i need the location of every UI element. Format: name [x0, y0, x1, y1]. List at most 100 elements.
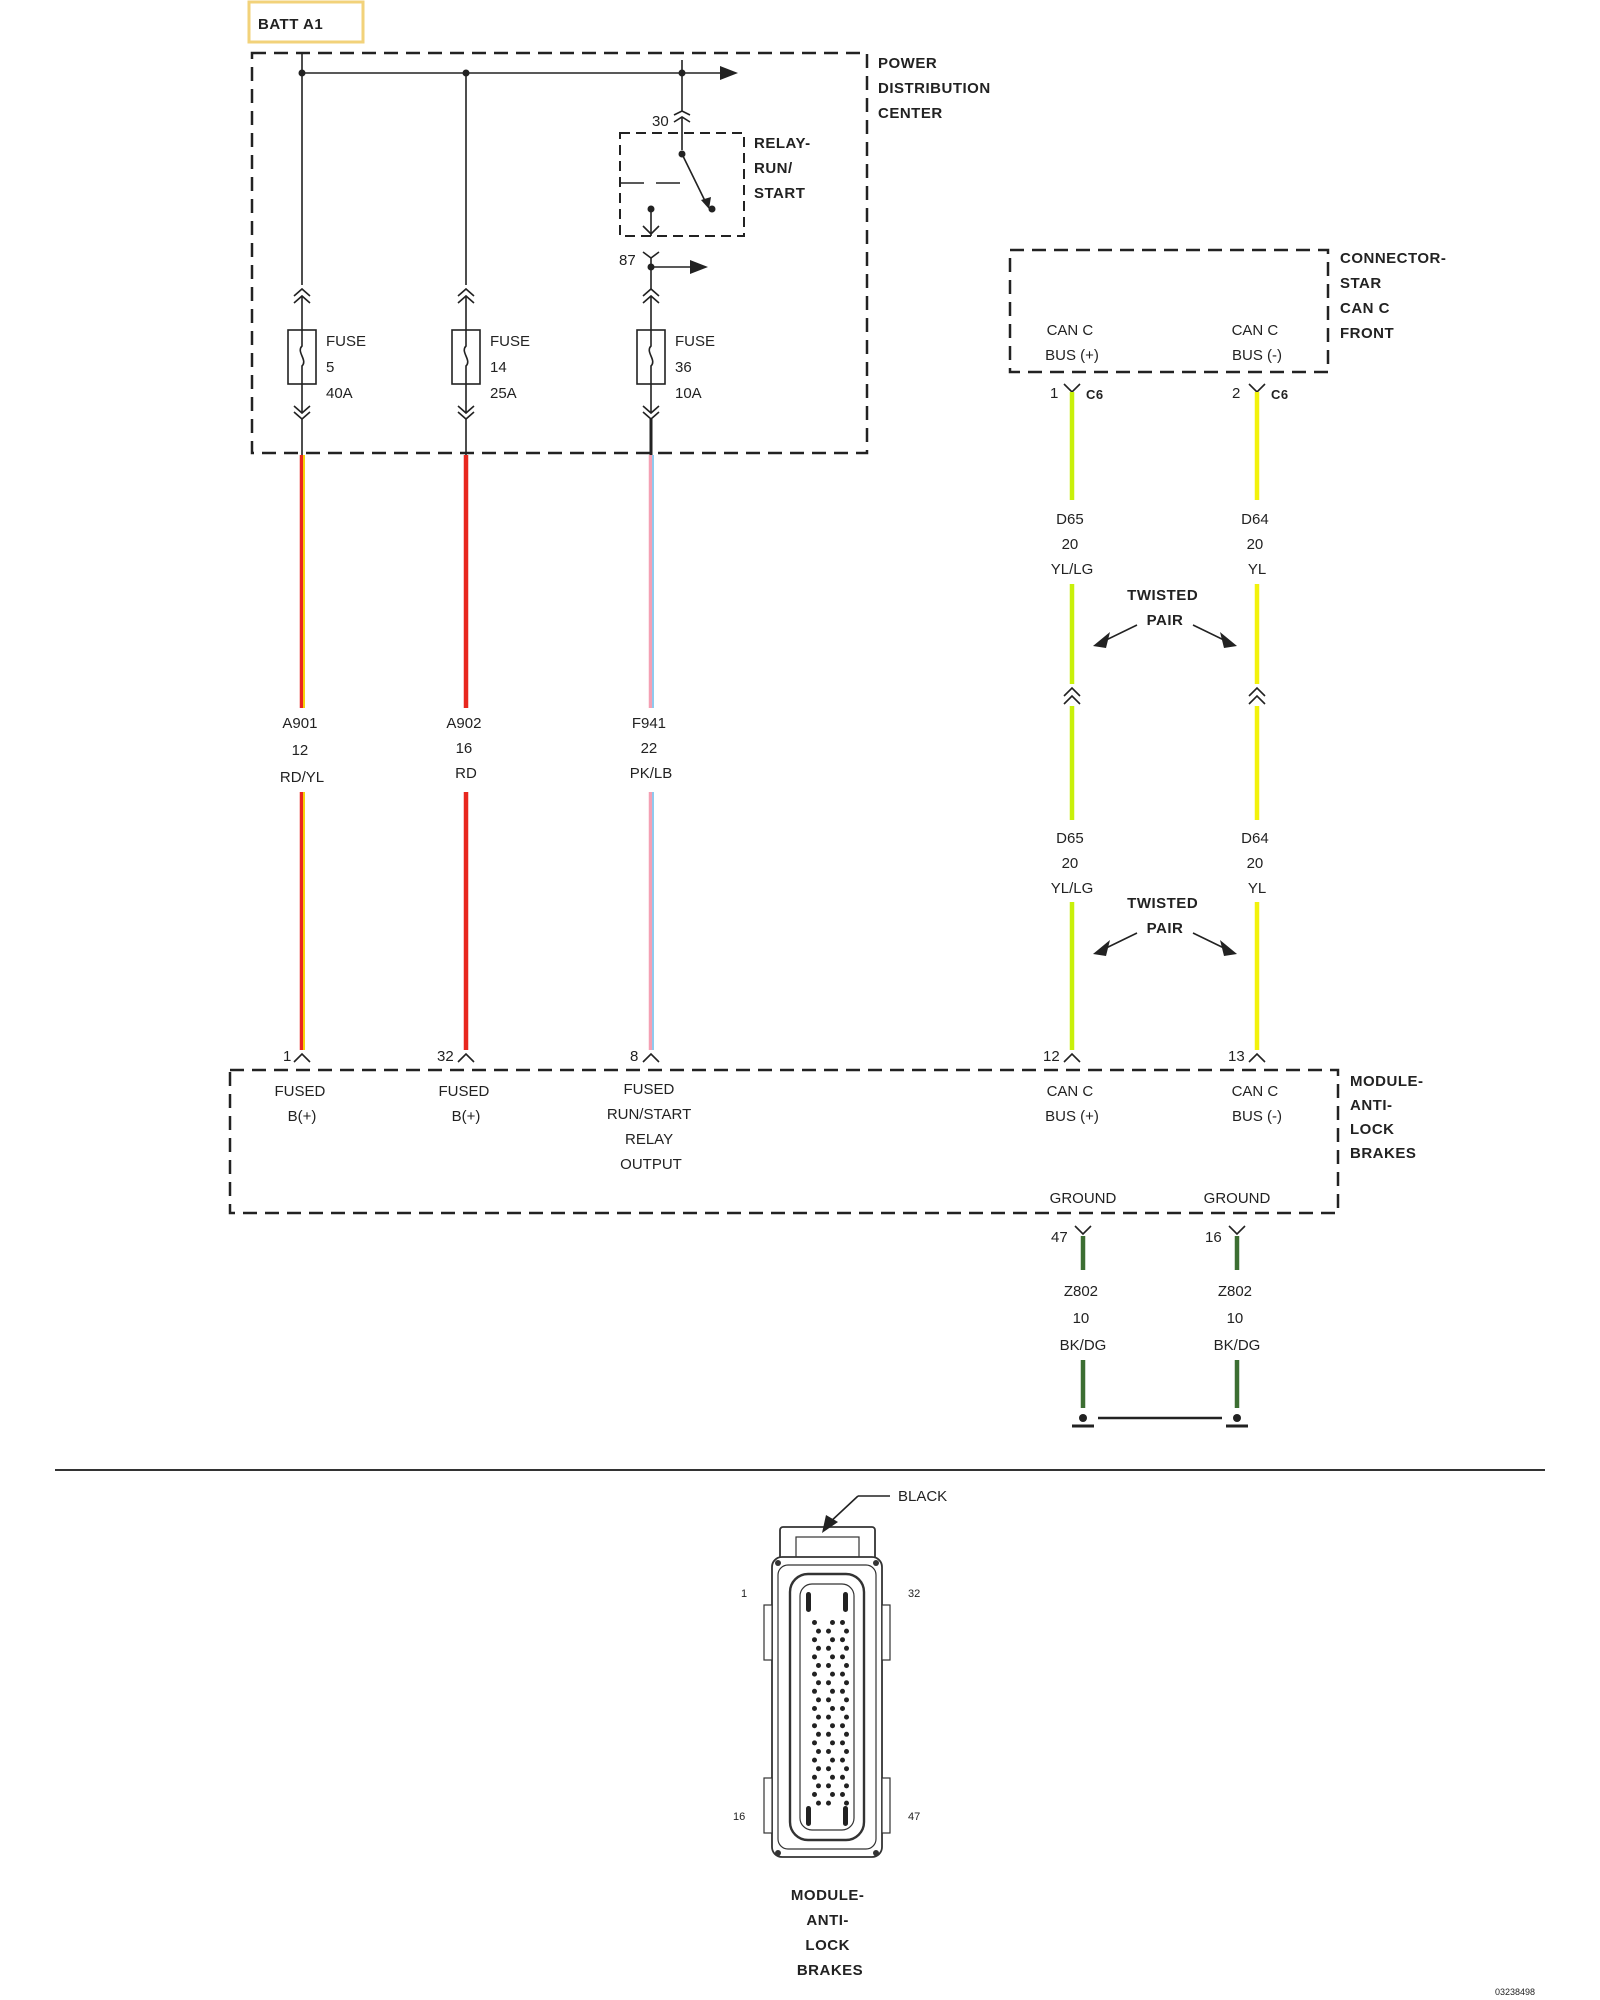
ground-pin-47: 47 [1051, 1229, 1068, 1246]
pin-cavity [830, 1620, 835, 1625]
pin-cavity [844, 1628, 849, 1634]
pin-cavity [826, 1645, 831, 1651]
pdc-label: POWER DISTRIBUTION CENTER [878, 55, 995, 122]
fuse-36-label: FUSE 36 10A [675, 333, 719, 402]
ground-47-label: GROUND [1050, 1190, 1117, 1207]
pin-cavity [812, 1792, 817, 1797]
pin-cavity [840, 1654, 845, 1660]
pin-cavity [844, 1697, 849, 1703]
pin-cavity [840, 1688, 845, 1694]
pin-cavity [840, 1792, 845, 1797]
wire-a902-label: A902 16 RD [446, 715, 485, 782]
pin-cavity [844, 1800, 849, 1806]
wire-d64-lower-label: D64 20 YL [1241, 830, 1273, 897]
connector-pin-label-16: 16 [733, 1811, 745, 1823]
black-leader-arrow [822, 1495, 890, 1533]
pin-cavity [812, 1706, 817, 1711]
ground-47-terminal [1074, 1225, 1092, 1236]
pin-cavity [816, 1731, 821, 1737]
pin-cavity [840, 1740, 845, 1746]
pin-cavity [844, 1663, 849, 1668]
pin-cavity [816, 1766, 821, 1772]
fuse-36 [636, 287, 666, 421]
pin-cavity-16 [806, 1806, 811, 1826]
connector-view-title: MODULE- ANTI- LOCK BRAKES [791, 1887, 869, 1979]
pin-8-function: FUSED RUN/START RELAY OUTPUT [607, 1081, 695, 1173]
can-inline-connector [1063, 686, 1266, 705]
pin-cavity [830, 1740, 835, 1746]
pin-cavity [816, 1628, 821, 1634]
pin-cavity [812, 1740, 817, 1746]
pin-cavity [830, 1792, 835, 1797]
star-connector-label: CONNECTOR- STAR CAN C FRONT [1340, 250, 1451, 342]
pin-cavity [830, 1654, 835, 1660]
module-pin-8: 8 [630, 1048, 638, 1065]
star-pin-1-terminal [1063, 383, 1081, 394]
pin-cavity [812, 1654, 817, 1660]
pin-cavity [826, 1714, 831, 1720]
ground-16-label: GROUND [1204, 1190, 1271, 1207]
pin-cavity-32 [843, 1592, 848, 1612]
connector-pin-label-1: 1 [741, 1588, 747, 1600]
twisted-pair-upper: TWISTED PAIR [1127, 587, 1203, 629]
pin-cavity [830, 1757, 835, 1763]
module-pin-1: 1 [283, 1048, 291, 1065]
fuse-14 [451, 287, 481, 421]
pin-cavity [830, 1774, 835, 1780]
relay-pin-87: 87 [619, 252, 636, 269]
pin-cavity [816, 1697, 821, 1703]
pin-cavity [816, 1680, 821, 1686]
pin-cavity [826, 1628, 831, 1634]
fuse-5-label: FUSE 5 40A [326, 333, 370, 402]
pin-1-function: FUSED B(+) [274, 1083, 329, 1125]
connector-pin-cavities [806, 1592, 849, 1826]
wire-a901-label: A901 12 RD/YL [280, 715, 324, 786]
star-pin-2-connector: C6 [1271, 387, 1289, 402]
pdc-box [250, 51, 869, 455]
pin-cavity [826, 1731, 831, 1737]
pin-cavity [844, 1783, 849, 1789]
pin-cavity [830, 1637, 835, 1643]
pin-cavity [844, 1749, 849, 1754]
star-pin-1-connector: C6 [1086, 387, 1104, 402]
relay-label: RELAY- RUN/ START [754, 135, 815, 202]
pin-cavity [812, 1774, 817, 1780]
pin-cavity [844, 1731, 849, 1737]
pin-cavity [844, 1714, 849, 1720]
ground-wire-16-label: Z802 10 BK/DG [1214, 1283, 1261, 1354]
ground-symbol [1072, 1414, 1248, 1428]
wire-d65-lower-label: D65 20 YL/LG [1051, 830, 1094, 897]
power-wires [299, 455, 654, 1050]
pin-cavity [826, 1783, 831, 1789]
star-pin-2-function: CAN C BUS (-) [1232, 322, 1283, 364]
connector-pin-label-47: 47 [908, 1811, 920, 1823]
figure-id: 03238498 [1495, 1987, 1535, 1997]
pin-cavity [830, 1706, 835, 1711]
pin-cavity [830, 1671, 835, 1677]
pin-32-function: FUSED B(+) [438, 1083, 493, 1125]
pin-12-function: CAN C BUS (+) [1045, 1083, 1099, 1125]
batt-label-box [247, 0, 365, 44]
module-pin-32: 32 [437, 1048, 454, 1065]
connector-color-label: BLACK [898, 1488, 947, 1505]
module-pin-13: 13 [1228, 1048, 1245, 1065]
pin-cavity [816, 1645, 821, 1651]
pin-cavity [830, 1688, 835, 1694]
relay-pin-30: 30 [652, 113, 669, 130]
twisted-pair-lower: TWISTED PAIR [1127, 895, 1203, 937]
pin-cavity-47 [843, 1806, 848, 1826]
abs-module-label: MODULE- ANTI- LOCK BRAKES [1350, 1073, 1428, 1162]
ground-16-terminal [1228, 1225, 1246, 1236]
pin-cavity-1 [806, 1592, 811, 1612]
fuse-14-label: FUSE 14 25A [490, 333, 534, 402]
pin-cavity [826, 1697, 831, 1703]
pin-cavity [812, 1688, 817, 1694]
connector-pin-label-32: 32 [908, 1588, 920, 1600]
pin-cavity [840, 1757, 845, 1763]
pin-cavity [826, 1749, 831, 1754]
ground-wire-47-label: Z802 10 BK/DG [1060, 1283, 1107, 1354]
pin-cavity [812, 1620, 817, 1625]
module-pin-terminals [293, 1052, 1266, 1063]
pin-cavity [840, 1671, 845, 1677]
